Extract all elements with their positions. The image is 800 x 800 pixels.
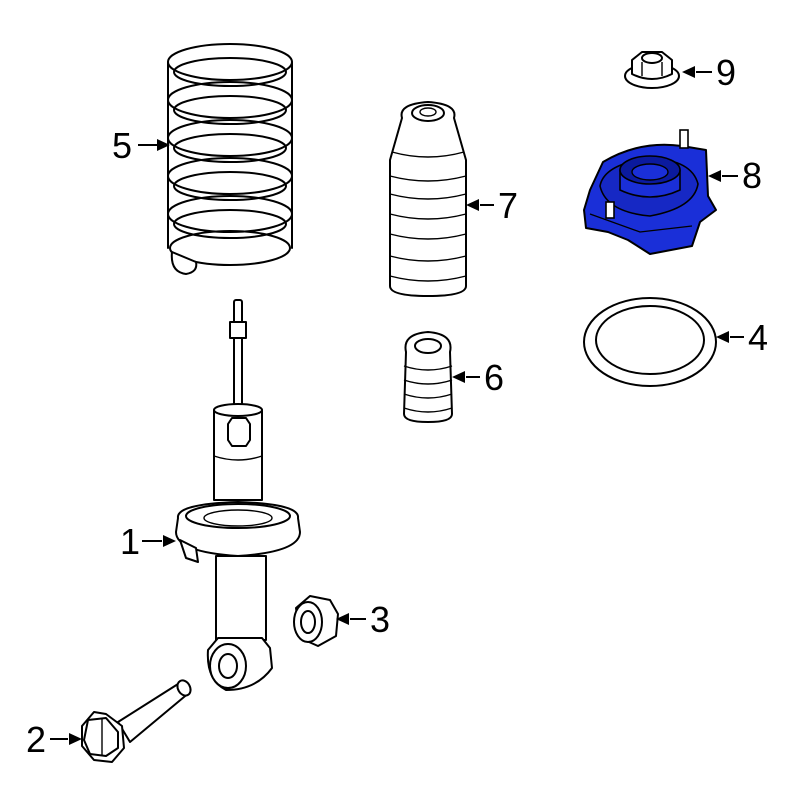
callout-label-9: 9 xyxy=(716,52,736,93)
callout-label-6: 6 xyxy=(484,357,504,398)
mount-stud-top xyxy=(679,129,689,149)
mount-nut[interactable] xyxy=(624,51,680,89)
bolt[interactable] xyxy=(81,678,193,763)
shock-absorber[interactable] xyxy=(175,299,301,691)
callout-label-2: 2 xyxy=(26,719,46,760)
callout-7: 7 xyxy=(466,185,518,226)
coil-spring[interactable] xyxy=(167,43,293,275)
strut-mount[interactable] xyxy=(583,129,717,255)
callout-2: 2 xyxy=(26,719,82,760)
callout-label-3: 3 xyxy=(370,599,390,640)
callout-1: 1 xyxy=(120,521,176,562)
callout-5: 5 xyxy=(112,125,170,166)
spring-insulator[interactable] xyxy=(583,297,717,387)
callout-label-5: 5 xyxy=(112,125,132,166)
callout-label-4: 4 xyxy=(748,317,768,358)
mount-stud-left xyxy=(605,201,615,219)
callout-3: 3 xyxy=(336,599,390,640)
callout-label-1: 1 xyxy=(120,521,140,562)
callout-6: 6 xyxy=(452,357,504,398)
callout-9: 9 xyxy=(682,52,736,93)
callout-label-8: 8 xyxy=(742,155,762,196)
callout-4: 4 xyxy=(716,317,768,358)
dust-boot[interactable] xyxy=(389,101,467,297)
flange-nut[interactable] xyxy=(293,595,339,647)
callout-label-7: 7 xyxy=(498,185,518,226)
callout-8: 8 xyxy=(708,155,762,196)
bump-stop[interactable] xyxy=(403,331,453,423)
